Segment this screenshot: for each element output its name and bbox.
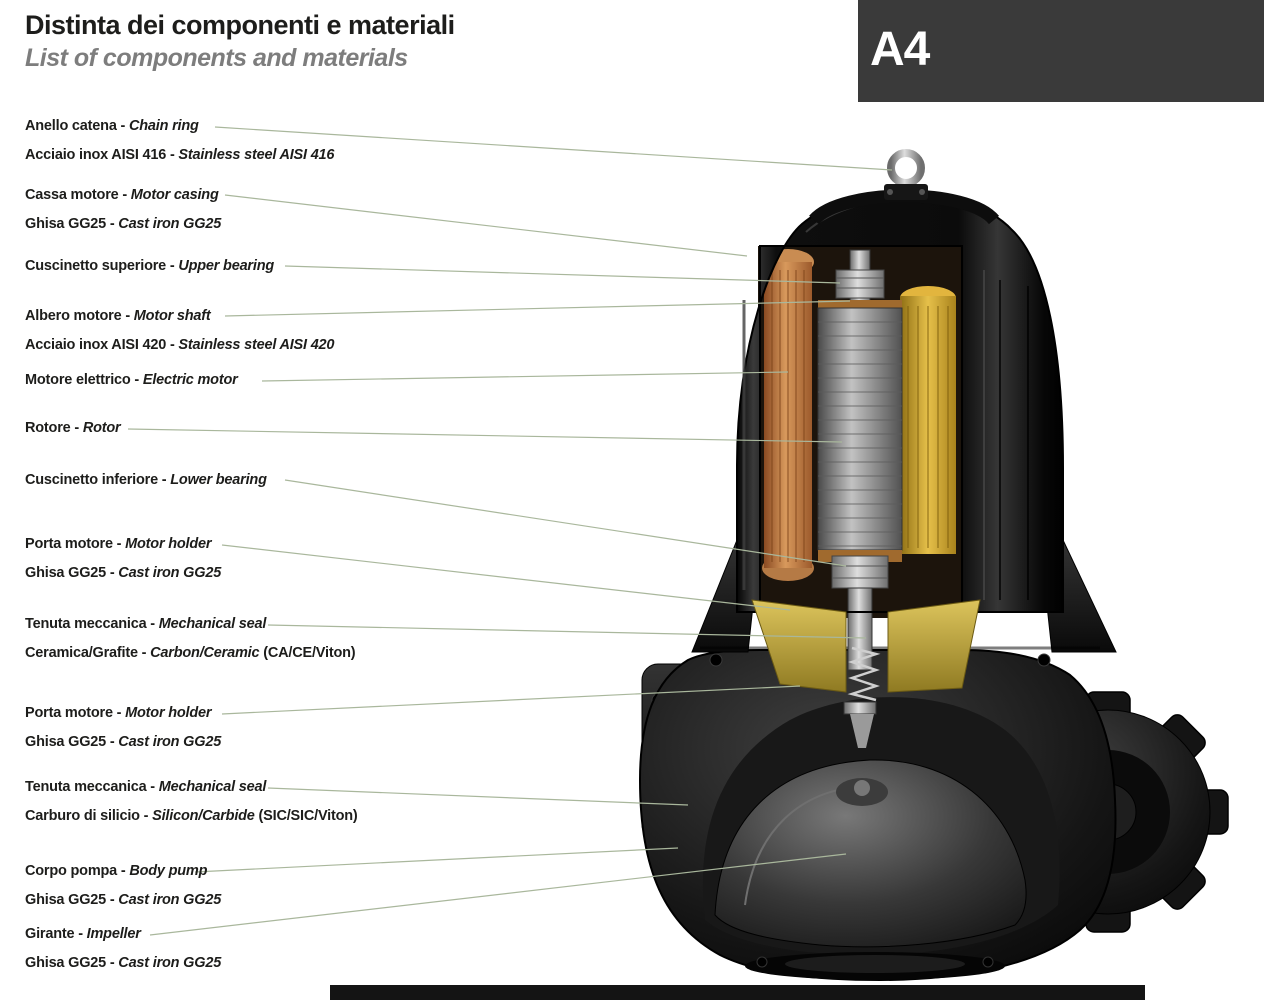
- label-italian: Cuscinetto superiore -: [25, 258, 179, 274]
- label-material-english: Carbon/Ceramic: [150, 645, 264, 661]
- label-italian: Porta motore -: [25, 536, 126, 552]
- label-material-italian: Ghisa GG25 -: [25, 565, 119, 581]
- chain-ring-part: [884, 149, 928, 200]
- label-english: Rotor: [82, 420, 121, 436]
- suction-ring-part: [745, 952, 1005, 980]
- leader-line: [194, 847, 679, 873]
- label-body-pump: Corpo pompa - Body pump Ghisa GG25 - Cas…: [25, 857, 221, 915]
- label-material-english: Silicon/Carbide: [152, 808, 259, 824]
- label-rotor: Rotore - Rotor: [25, 414, 121, 443]
- stator-winding-left-part: [762, 249, 814, 581]
- label-mechanical-seal-lower: Tenuta meccanica - Mechanical seal Carbu…: [25, 773, 358, 831]
- label-english: Motor casing: [130, 187, 219, 203]
- leader-line: [267, 787, 689, 806]
- leader-line: [224, 300, 851, 317]
- leader-line: [284, 265, 841, 284]
- label-english: Motor holder: [125, 705, 212, 721]
- leader-line: [221, 685, 801, 715]
- lower-bearing-part: [831, 555, 889, 589]
- label-material-italian: Acciaio inox AISI 420 -: [25, 337, 179, 353]
- label-italian: Porta motore -: [25, 705, 126, 721]
- label-material-english: Stainless steel AISI 420: [178, 337, 335, 353]
- label-italian: Cuscinetto inferiore -: [25, 472, 171, 488]
- label-material-english: Cast iron GG25: [118, 955, 222, 971]
- label-motor-holder-upper: Porta motore - Motor holder Ghisa GG25 -…: [25, 530, 221, 588]
- label-material-italian: Ghisa GG25 -: [25, 734, 119, 750]
- page-title-english: List of components and materials: [25, 44, 408, 72]
- stator-winding-right-part: [900, 286, 956, 554]
- label-english: Motor holder: [125, 536, 212, 552]
- seal-assembly-part: [751, 599, 981, 748]
- leader-line: [214, 126, 893, 171]
- label-material-suffix: (SIC/SIC/Viton): [258, 808, 358, 824]
- label-material-italian: Ghisa GG25 -: [25, 892, 119, 908]
- label-material-suffix: (CA/CE/Viton): [263, 645, 356, 661]
- page-title-italian: Distinta dei componenti e materiali: [25, 10, 455, 40]
- label-english: Impeller: [86, 926, 141, 942]
- footer-bar: [330, 985, 1145, 1000]
- label-italian: Motore elettrico -: [25, 372, 143, 388]
- label-motor-casing: Cassa motore - Motor casing Ghisa GG25 -…: [25, 181, 221, 239]
- label-material-italian: Ceramica/Grafite -: [25, 645, 151, 661]
- label-italian: Corpo pompa -: [25, 863, 130, 879]
- label-material-english: Cast iron GG25: [118, 216, 222, 232]
- impeller-part: [714, 759, 1027, 948]
- leader-line: [149, 853, 847, 936]
- leader-line: [224, 194, 748, 257]
- label-impeller: Girante - Impeller Ghisa GG25 - Cast iro…: [25, 920, 221, 978]
- label-english: Electric motor: [142, 372, 238, 388]
- seal-spring-part: [847, 646, 881, 702]
- label-lower-bearing: Cuscinetto inferiore - Lower bearing: [25, 466, 267, 495]
- leader-line: [261, 371, 789, 382]
- label-italian: Tenuta meccanica -: [25, 779, 159, 795]
- label-material-english: Cast iron GG25: [118, 565, 222, 581]
- label-italian: Tenuta meccanica -: [25, 616, 159, 632]
- page-tag-label: A4: [870, 23, 930, 76]
- leader-line: [284, 479, 847, 567]
- label-italian: Anello catena -: [25, 118, 129, 134]
- label-material-english: Stainless steel AISI 416: [178, 147, 335, 163]
- leader-line: [127, 428, 843, 443]
- rotor-part: [817, 300, 903, 562]
- label-electric-motor: Motore elettrico - Electric motor: [25, 366, 238, 395]
- label-material-italian: Carburo di silicio -: [25, 808, 153, 824]
- label-italian: Cassa motore -: [25, 187, 131, 203]
- label-material-italian: Ghisa GG25 -: [25, 955, 119, 971]
- label-motor-holder-lower: Porta motore - Motor holder Ghisa GG25 -…: [25, 699, 221, 757]
- label-chain-ring: Anello catena - Chain ring Acciaio inox …: [25, 112, 334, 170]
- label-material-english: Cast iron GG25: [118, 892, 222, 908]
- label-upper-bearing: Cuscinetto superiore - Upper bearing: [25, 252, 274, 281]
- page-tag-box: A4: [858, 0, 1264, 102]
- label-material-italian: Acciaio inox AISI 416 -: [25, 147, 179, 163]
- label-italian: Albero motore -: [25, 308, 134, 324]
- label-material-english: Cast iron GG25: [118, 734, 222, 750]
- label-english: Lower bearing: [170, 472, 267, 488]
- label-italian: Girante -: [25, 926, 87, 942]
- leader-lines: [127, 126, 893, 936]
- label-english: Upper bearing: [178, 258, 275, 274]
- label-english: Body pump: [129, 863, 208, 879]
- leader-line: [267, 624, 867, 639]
- label-english: Mechanical seal: [158, 779, 267, 795]
- label-english: Chain ring: [128, 118, 199, 134]
- upper-bearing-part: [835, 269, 885, 299]
- motor-interior-part: [758, 246, 962, 671]
- leader-line: [221, 544, 791, 611]
- label-mechanical-seal-upper: Tenuta meccanica - Mechanical seal Ceram…: [25, 610, 356, 668]
- label-italian: Rotore -: [25, 420, 83, 436]
- label-material-italian: Ghisa GG25 -: [25, 216, 119, 232]
- pump-cutaway-illustration: [638, 149, 1229, 982]
- label-english: Motor shaft: [133, 308, 211, 324]
- label-motor-shaft: Albero motore - Motor shaft Acciaio inox…: [25, 302, 334, 360]
- label-english: Mechanical seal: [158, 616, 267, 632]
